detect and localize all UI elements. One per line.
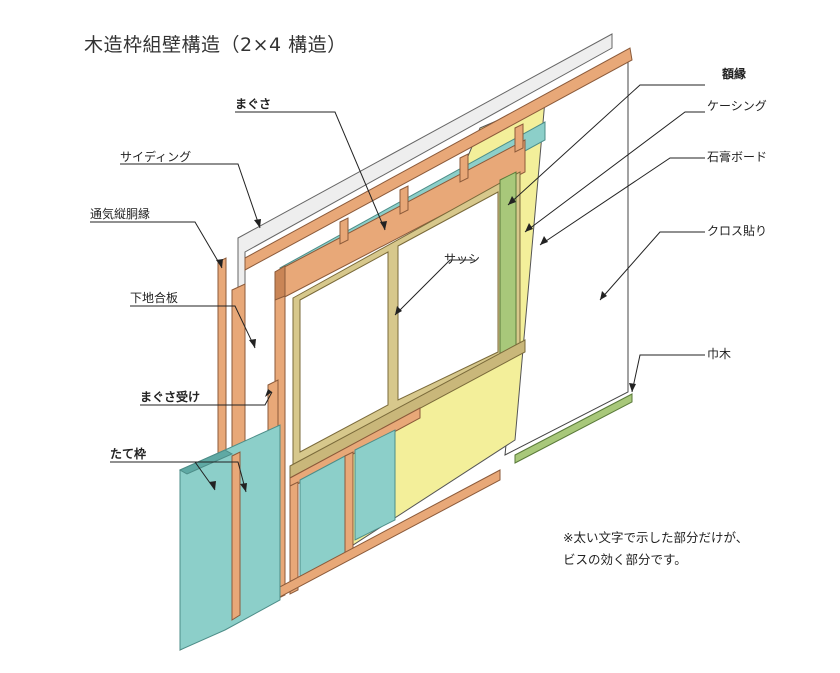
- label-baseboard: 巾木: [707, 347, 732, 361]
- label-lintel: まぐさ: [235, 97, 272, 111]
- label-plywood: 下地合板: [130, 291, 179, 305]
- label-lintel-support: まぐさ受け: [140, 390, 201, 404]
- note-text: ※太い文字で示した部分だけが、 ビスの効く部分です。: [563, 527, 748, 571]
- diagram-title: 木造枠組壁構造（2×4 構造）: [84, 34, 347, 56]
- label-gypsum-board: 石膏ボード: [707, 150, 768, 164]
- label-gakubuchi: 額縁: [722, 67, 747, 81]
- front-stud: [231, 451, 241, 621]
- label-cloth: クロス貼り: [707, 224, 768, 238]
- baseboard: [514, 393, 633, 464]
- window-glass-right: [397, 191, 499, 401]
- insulation-front: [179, 424, 281, 651]
- label-stud: たて枠: [110, 447, 147, 461]
- label-siding: サイディング: [120, 150, 192, 164]
- note-line-1: ※太い文字で示した部分だけが、: [563, 530, 749, 545]
- window-glass-left: [299, 251, 389, 453]
- label-casing: ケーシング: [707, 99, 767, 113]
- top-plate: [244, 47, 633, 271]
- note-line-2: ビスの効く部分です。: [563, 552, 687, 567]
- label-sash: サッシ: [444, 252, 481, 266]
- label-furring: 通気縦胴縁: [90, 207, 151, 221]
- window-sill: [289, 339, 526, 479]
